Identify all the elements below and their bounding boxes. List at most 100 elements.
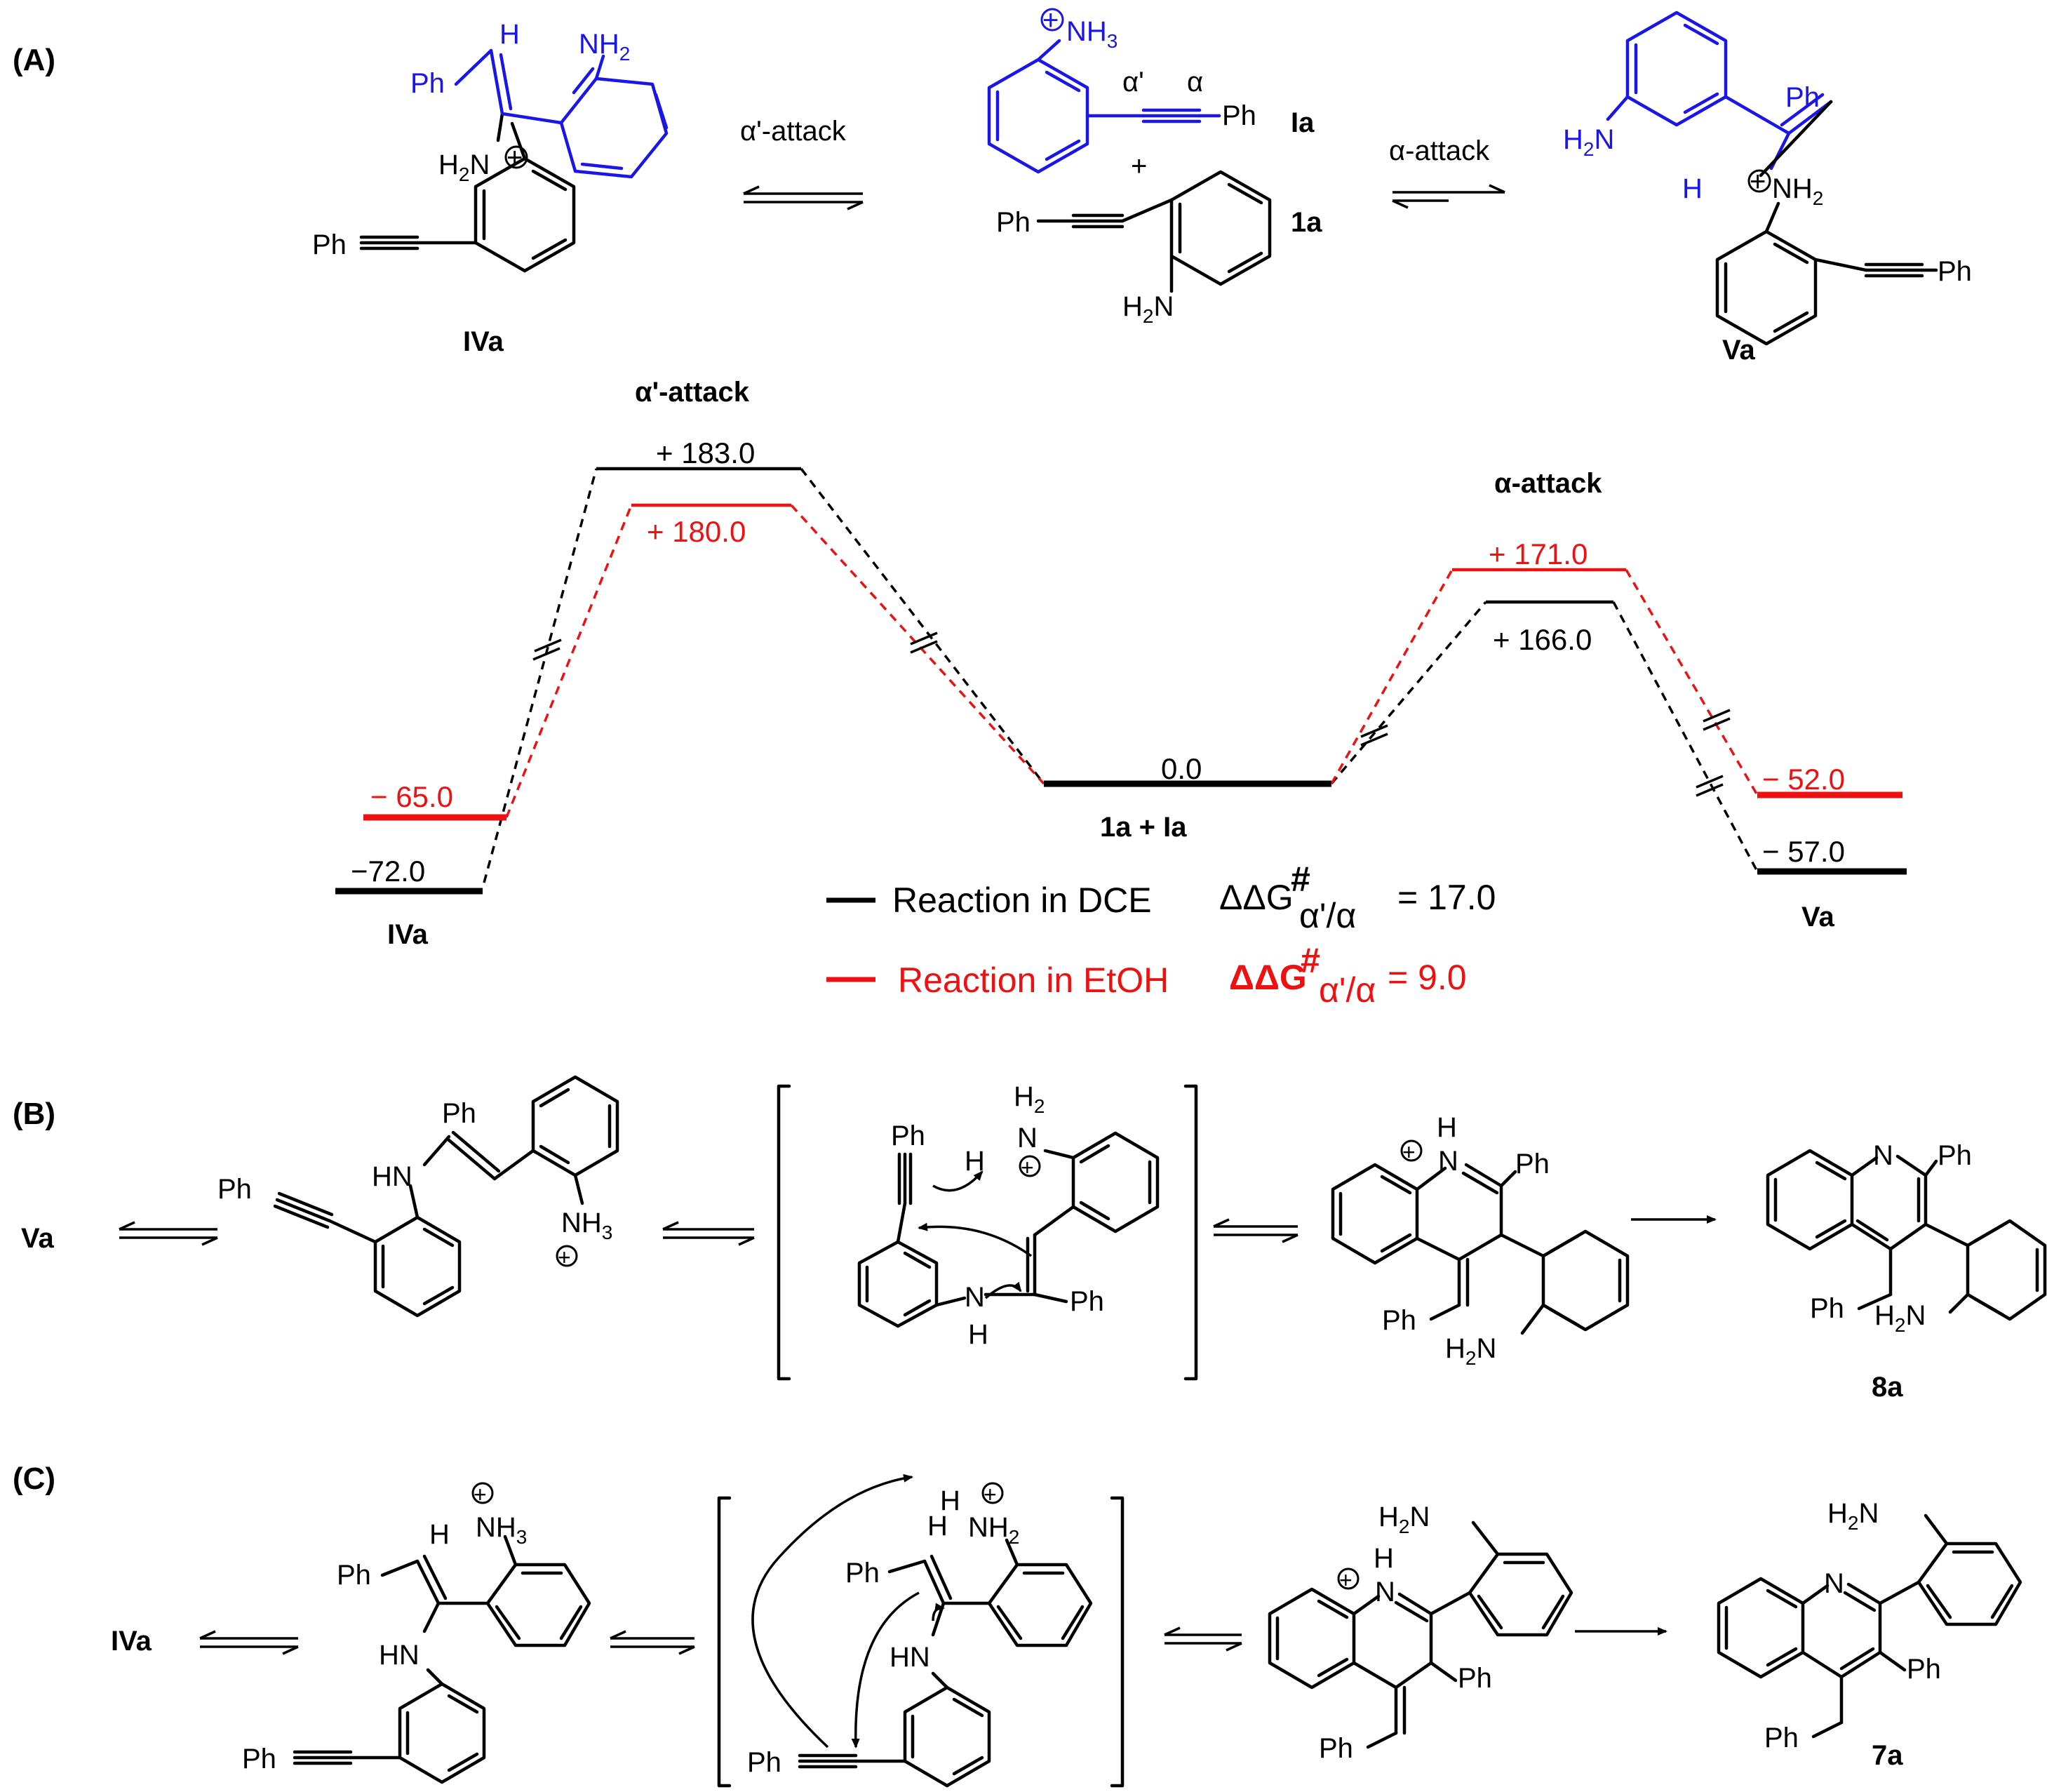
8a-h2n: H2N: [1874, 1300, 1926, 1336]
c1-ph2: Ph: [242, 1744, 276, 1774]
ia-label: Ia: [1291, 107, 1315, 138]
ia-ph: Ph: [1222, 100, 1256, 131]
iva-ph-label: Ph: [312, 229, 347, 260]
alpha-attack-title: α-attack: [1494, 468, 1602, 499]
legend-etoh-sub: α'/α: [1319, 970, 1376, 1010]
1a-label: 1a: [1291, 207, 1322, 238]
center-label: 1a + Ia: [1100, 812, 1187, 843]
iva-nh2-blue: NH2: [579, 29, 630, 65]
scheme-c: IVa Ph H HN NH3 + Ph Ph H: [111, 1473, 2022, 1788]
alpha-label: α: [1187, 67, 1203, 98]
panel-label-c: (C): [13, 1462, 55, 1496]
alpha-prime-attack-label: α'-attack: [740, 116, 847, 147]
energy-diagram: α'-attack α-attack −72.0 − 65: [335, 377, 1907, 1010]
c2-hn: HN: [890, 1642, 930, 1673]
b1-ph2: Ph: [442, 1098, 476, 1129]
ia-nh3: NH3: [1066, 16, 1118, 52]
c3-n: N: [1375, 1577, 1395, 1607]
1a-ph: Ph: [996, 207, 1031, 238]
c1-ph: Ph: [337, 1560, 371, 1591]
c3-h: H: [1374, 1543, 1394, 1574]
structure-ia: + NH3 α' α Ph Ia +: [987, 5, 1315, 182]
scheme-b-start: Va: [21, 1223, 54, 1254]
va-h-blue: H: [1682, 173, 1703, 204]
panel-label-a: (A): [13, 43, 55, 77]
value-iva-dce: −72.0: [351, 855, 425, 888]
b1-hn: HN: [372, 1161, 412, 1192]
b2-ph2: Ph: [1070, 1286, 1104, 1317]
scheme-c-start: IVa: [111, 1626, 152, 1657]
va-label: Va: [1722, 335, 1755, 366]
alpha-prime-attack-title: α'-attack: [635, 377, 750, 408]
value-ts-prime-etoh: + 180.0: [647, 515, 746, 548]
b1-ph: Ph: [217, 1174, 252, 1205]
svg-text:+: +: [1021, 1155, 1034, 1180]
value-ts-prime-dce: + 183.0: [656, 436, 755, 469]
plus-sign: +: [1131, 151, 1147, 182]
legend-dce-sup: #: [1291, 860, 1310, 899]
b3-ph2: Ph: [1382, 1305, 1416, 1336]
panel-label-b: (B): [13, 1097, 55, 1131]
7a-n: N: [1824, 1568, 1844, 1599]
svg-text:+: +: [1339, 1567, 1353, 1593]
equilibrium-arrow-alpha-prime: α'-attack: [740, 116, 864, 210]
value-ts-alpha-dce: + 166.0: [1493, 623, 1592, 656]
c3-ph2: Ph: [1319, 1733, 1353, 1764]
scheme-c-product: 7a: [1872, 1740, 1903, 1771]
value-va-etoh: − 52.0: [1762, 763, 1845, 796]
c2-h: H: [927, 1511, 948, 1542]
iva-h-blue: H: [499, 19, 520, 50]
va-level-label: Va: [1801, 902, 1834, 932]
value-center: 0.0: [1161, 752, 1202, 785]
b2-h: H: [968, 1319, 988, 1350]
svg-text:+: +: [474, 1482, 487, 1507]
7a-ph: Ph: [1907, 1654, 1941, 1685]
c3-ph: Ph: [1458, 1663, 1492, 1694]
legend-etoh-value: = 9.0: [1388, 958, 1467, 997]
alpha-attack-label: α-attack: [1389, 135, 1490, 166]
8a-ph: Ph: [1938, 1140, 1972, 1171]
1a-h2n: H2N: [1122, 291, 1174, 327]
8a-ph2: Ph: [1810, 1293, 1844, 1324]
legend-etoh-sup: #: [1301, 941, 1320, 980]
svg-text:+: +: [984, 1482, 997, 1507]
b2-ph: Ph: [891, 1121, 925, 1151]
iva-level-label: IVa: [387, 919, 429, 950]
c3-h2n: H2N: [1378, 1502, 1430, 1537]
b2-n: N: [1017, 1123, 1038, 1154]
scheme-b: Va Ph HN Ph NH3 + Ph: [21, 1075, 2047, 1403]
svg-text:+: +: [1750, 166, 1766, 197]
c1-nh3: NH3: [476, 1512, 527, 1548]
8a-n: N: [1873, 1140, 1893, 1171]
svg-text:+: +: [1402, 1139, 1416, 1165]
legend: Reaction in DCE ΔΔG # α'/α = 17.0 Reacti…: [826, 860, 1496, 1010]
structure-va: H2N H Ph + NH2 Ph Va: [1563, 11, 1972, 366]
c2-nh2: NH2: [968, 1512, 1019, 1548]
iva-ph-blue: Ph: [410, 68, 445, 99]
value-iva-etoh: − 65.0: [370, 780, 453, 813]
iva-label: IVa: [463, 326, 504, 357]
c1-h: H: [429, 1519, 450, 1550]
b3-h2n: H2N: [1445, 1333, 1496, 1369]
c2-ph2: Ph: [747, 1747, 781, 1778]
scheme-b-product: 8a: [1872, 1372, 1903, 1403]
svg-text:+: +: [1042, 5, 1059, 36]
7a-ph2: Ph: [1764, 1723, 1799, 1753]
svg-text:+: +: [558, 1245, 571, 1270]
c2-ph: Ph: [845, 1558, 880, 1589]
legend-etoh-name: Reaction in EtOH: [898, 961, 1169, 1000]
value-va-dce: − 57.0: [1762, 835, 1845, 868]
structure-1a: Ph H2N 1a: [996, 170, 1322, 327]
c1-hn: HN: [379, 1640, 420, 1671]
b2-nh: N: [965, 1282, 985, 1313]
7a-h2n: H2N: [1827, 1498, 1879, 1534]
alpha-prime-label: α': [1122, 67, 1144, 98]
svg-text:+: +: [506, 142, 523, 173]
b3-ph: Ph: [1515, 1149, 1550, 1179]
legend-dce-ddg: ΔΔG: [1219, 878, 1294, 917]
va-ph-blue: Ph: [1785, 82, 1820, 113]
legend-dce-sub: α'/α: [1299, 896, 1356, 935]
va-h2n: H2N: [1563, 124, 1614, 160]
